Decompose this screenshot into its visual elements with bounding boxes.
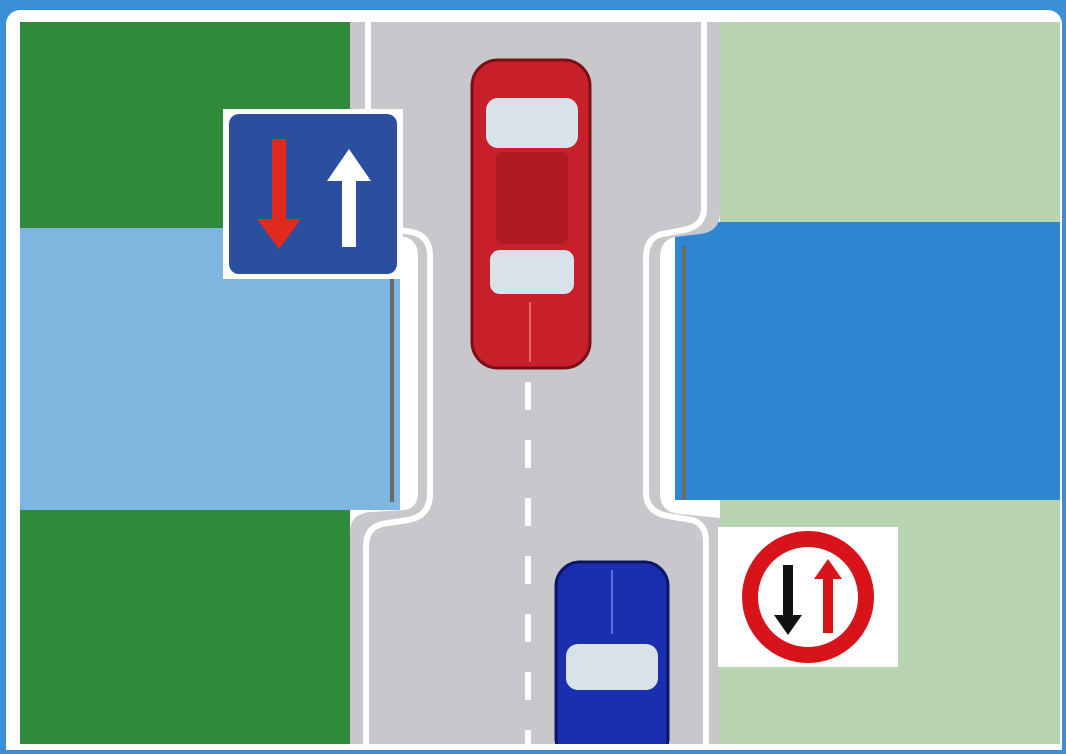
red-down-arrow-icon <box>272 139 286 219</box>
red-car <box>472 60 590 368</box>
give-way-to-oncoming-icon <box>718 527 898 667</box>
scene-illustration <box>20 22 1060 744</box>
grass-bottom-left <box>20 510 350 744</box>
white-up-arrow-icon <box>342 179 356 247</box>
water-right <box>675 222 1060 500</box>
priority-over-oncoming-sign <box>223 109 403 279</box>
priority-over-oncoming-icon <box>223 109 403 279</box>
give-way-to-oncoming-sign <box>718 527 898 667</box>
road-narrowing-scene <box>20 22 1060 744</box>
red-up-arrow-icon <box>823 577 833 633</box>
grass-top-right <box>720 22 1060 232</box>
blue-car <box>556 562 668 744</box>
black-down-arrow-icon <box>783 565 793 617</box>
